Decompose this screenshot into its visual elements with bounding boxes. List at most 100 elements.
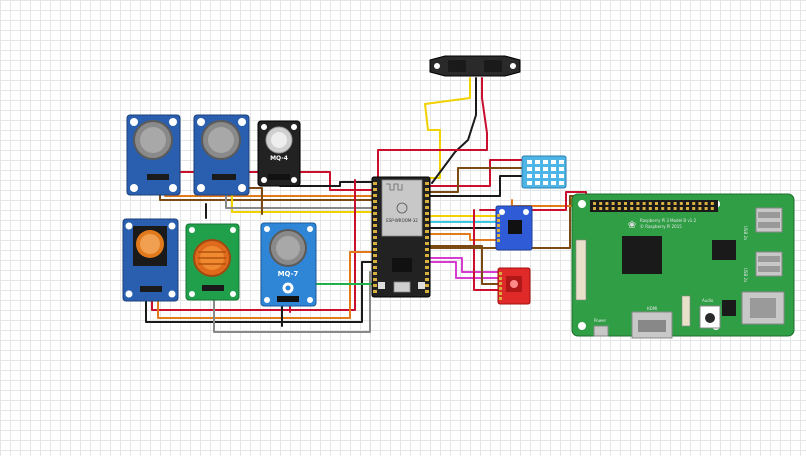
wire-red-lower [151, 179, 356, 311]
gpio-pin [710, 202, 714, 205]
esp32-pin [425, 278, 429, 281]
esp32-pin [373, 248, 377, 251]
esp32-pin [425, 284, 429, 287]
dht11-grille-slot [527, 167, 532, 171]
gpio-pin [661, 207, 665, 210]
wire-brown-red [429, 245, 499, 285]
esp32-pin [373, 254, 377, 257]
wire-black-lower [145, 261, 373, 323]
dht11-sensor [521, 155, 567, 189]
gpio-pin [593, 207, 596, 210]
dht11-grille-slot [535, 181, 540, 185]
gpio-pin [617, 202, 621, 205]
usb-label-1: USB 2x [743, 226, 748, 241]
esp32-pin [373, 194, 377, 197]
dht11-grille-slot [527, 181, 532, 185]
dht11-grille [527, 160, 564, 185]
mq4-label: MQ-4 [270, 155, 288, 162]
dht11-grille-slot [559, 160, 564, 164]
red-sensor-pin [499, 282, 502, 285]
wire-black-dht [429, 175, 523, 197]
esp32-pin [425, 260, 429, 263]
wire-orange-imu [429, 233, 499, 241]
gpio-pin [655, 202, 658, 205]
esp32-pin [373, 260, 377, 263]
gpio-pin [611, 207, 615, 210]
esp32-pin [425, 290, 429, 293]
wire-gray-lower [213, 271, 371, 333]
gpio-pin [661, 202, 665, 205]
esp32-pin [373, 230, 377, 233]
pi-copyright-label: © Raspberry Pi 2015 [640, 224, 682, 229]
wire-ir-black [431, 77, 477, 184]
esp32-pin [373, 212, 377, 215]
esp32-pin [373, 284, 377, 287]
imu-pin [497, 239, 500, 242]
dht11-grille-slot [559, 174, 564, 178]
gpio-pin [605, 202, 609, 205]
gpio-header-pins [593, 202, 714, 210]
gpio-pin [648, 207, 652, 210]
dht11-grille-slot [535, 160, 540, 164]
gas-sensor-module-3 [122, 218, 179, 302]
wire-orange-lower [157, 251, 373, 319]
esp32-pin [425, 200, 429, 203]
pi-board-label: Raspberry Pi 3 Model B v1.2 [640, 218, 697, 223]
esp32-pin [425, 218, 429, 221]
imu-module [495, 205, 533, 251]
esp32-pin [425, 224, 429, 227]
gpio-pin [667, 207, 671, 210]
imu-pin [497, 219, 500, 222]
gpio-pin [642, 207, 646, 210]
gpio-pin [686, 202, 689, 205]
gpio-pin [630, 207, 634, 210]
esp32-pin [425, 242, 429, 245]
esp32-pin [373, 200, 377, 203]
mq7-label: MQ-7 [278, 270, 299, 278]
dht11-grille-slot [551, 174, 556, 178]
gpio-pin [605, 207, 609, 210]
esp32-pin [373, 290, 377, 293]
gpio-pin [673, 202, 677, 205]
gpio-pin [673, 207, 677, 210]
gpio-pin [704, 207, 708, 210]
gpio-pin [679, 202, 683, 205]
mq7-sensor: MQ-7 [260, 222, 317, 307]
imu-pin [497, 234, 500, 237]
dht11-grille-slot [551, 160, 556, 164]
esp32-pin [425, 230, 429, 233]
dht11-grille-slot [543, 181, 548, 185]
esp32-pin [373, 224, 377, 227]
wire-magenta-red2 [429, 261, 499, 279]
wire-orange-pi [511, 197, 573, 207]
esp32-pin [425, 254, 429, 257]
power-label: Power [594, 318, 606, 323]
gas-sensor-module-2 [193, 114, 250, 196]
dht11-grille-slot [543, 160, 548, 164]
gpio-pin [692, 207, 696, 210]
dht11-grille-slot [535, 174, 540, 178]
dht11-grille-slot [559, 167, 564, 171]
wire-brown-dht [429, 167, 523, 193]
gpio-pin [611, 202, 615, 205]
gpio-pin [599, 207, 603, 210]
esp32-pin [425, 206, 429, 209]
gpio-pin [710, 207, 714, 210]
imu-pin [497, 214, 500, 217]
raspberry-logo-icon: ❀ [628, 220, 636, 231]
audio-label: Audio [702, 298, 714, 303]
esp32-pin [373, 266, 377, 269]
hdmi-label: HDMI [647, 306, 658, 311]
dht11-grille-slot [527, 160, 532, 164]
dht11-grille-slot [551, 181, 556, 185]
red-sensor-pin [499, 287, 502, 290]
gpio-pin [692, 202, 696, 205]
gpio-pin [624, 207, 627, 210]
wire-ir-yellow [424, 77, 471, 179]
dht11-grille-slot [559, 181, 564, 185]
wire-magenta-red [429, 257, 499, 273]
esp32-pin [425, 182, 429, 185]
esp32-pin [425, 248, 429, 251]
gpio-pin [636, 207, 640, 210]
